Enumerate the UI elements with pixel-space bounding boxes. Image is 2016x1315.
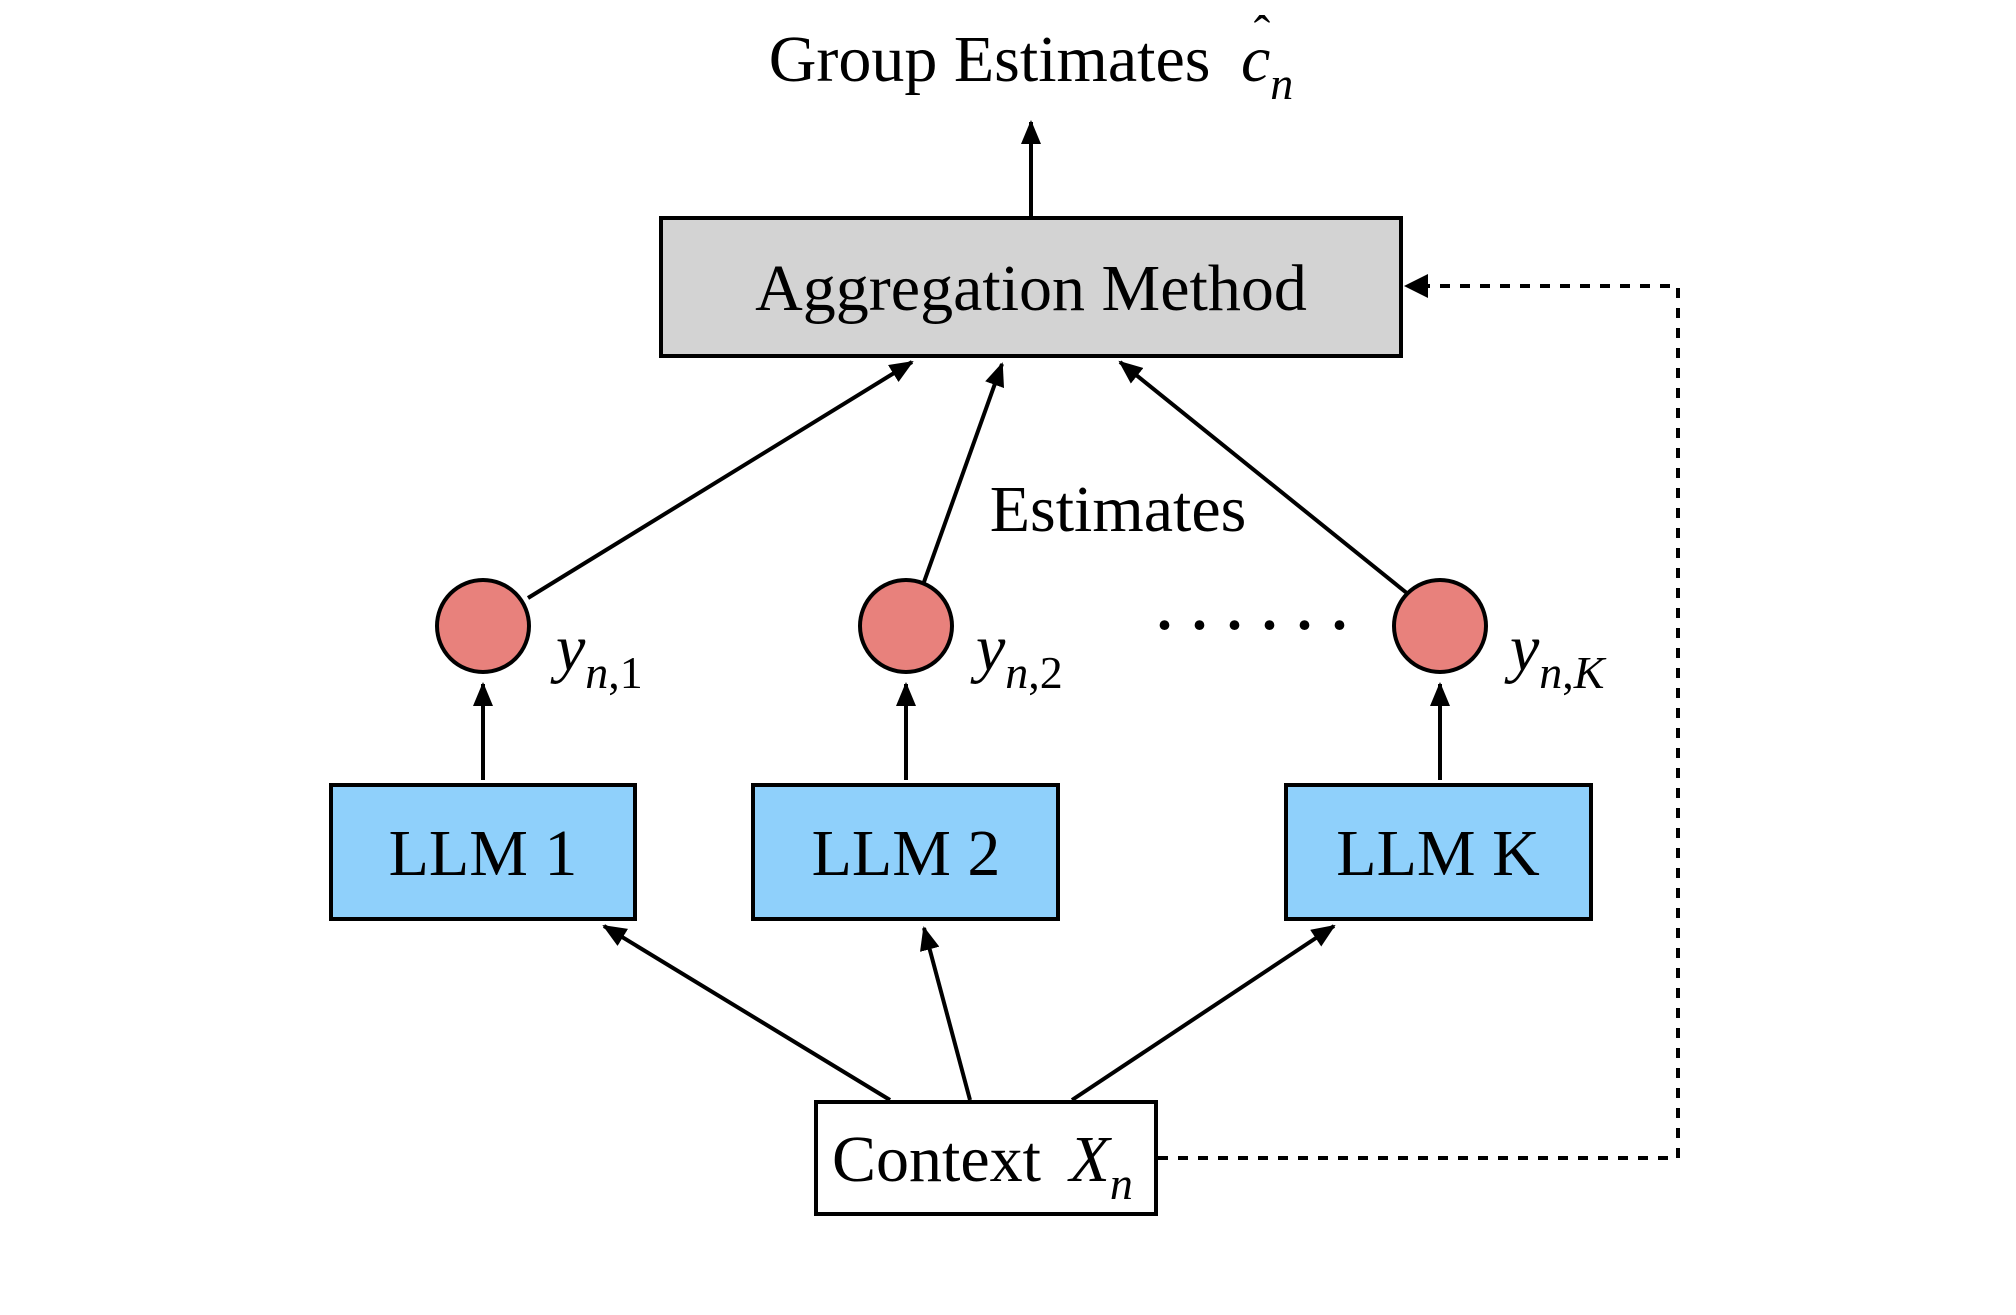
estimate-1-to-aggregation-arrow	[526, 360, 914, 600]
estimate-node-k	[1392, 578, 1488, 674]
llm-1-label: LLM 1	[389, 817, 578, 890]
group-estimates-symbol: c	[1241, 23, 1270, 96]
estimate-node-2	[858, 578, 954, 674]
estimate-label-k: yn,K	[1504, 612, 1607, 698]
aggregation-method-box: Aggregation Method	[659, 216, 1403, 358]
estimate-node-1	[435, 578, 531, 674]
context-box: Context Xn	[814, 1100, 1158, 1216]
llm-2-rect	[751, 783, 1060, 921]
estimate-2-to-aggregation-arrow	[922, 362, 1005, 583]
llm-box-1: LLM 1	[329, 783, 637, 921]
group-estimates-hat: ˆ	[1254, 5, 1271, 61]
ellipsis-dots: · · · · · ·	[1154, 592, 1349, 658]
group-estimates-subscript: n	[1270, 58, 1293, 109]
estimate-k-to-aggregation-arrow	[1118, 360, 1410, 596]
llm-k-rect	[1284, 783, 1593, 921]
context-to-llm-2-arrow	[920, 926, 972, 1101]
estimate-label-2: yn,2	[970, 612, 1063, 698]
llm-1-rect	[329, 783, 637, 921]
estimate-label-1: yn,1	[550, 612, 643, 698]
aggregation-method-rect	[659, 216, 1403, 358]
context-to-aggregation-dashed-path	[1158, 284, 1680, 1160]
context-to-llm-k-arrow	[1070, 924, 1336, 1102]
llm-k-label: LLM K	[1336, 817, 1539, 890]
context-label: Context Xn	[832, 1123, 1133, 1209]
group-estimates-label: Group Estimates	[769, 23, 1211, 96]
llm-box-k: LLM K	[1284, 783, 1593, 921]
llm-box-2: LLM 2	[751, 783, 1060, 921]
llm-2-label: LLM 2	[812, 817, 1001, 890]
context-to-aggregation-arrowhead	[1404, 274, 1428, 298]
group-estimates-title: Group Estimates cn	[769, 23, 1294, 109]
aggregation-method-label: Aggregation Method	[755, 252, 1307, 325]
estimates-edge-label: Estimates	[990, 473, 1247, 546]
context-rect	[814, 1100, 1158, 1216]
context-to-llm-1-arrow	[602, 924, 892, 1102]
